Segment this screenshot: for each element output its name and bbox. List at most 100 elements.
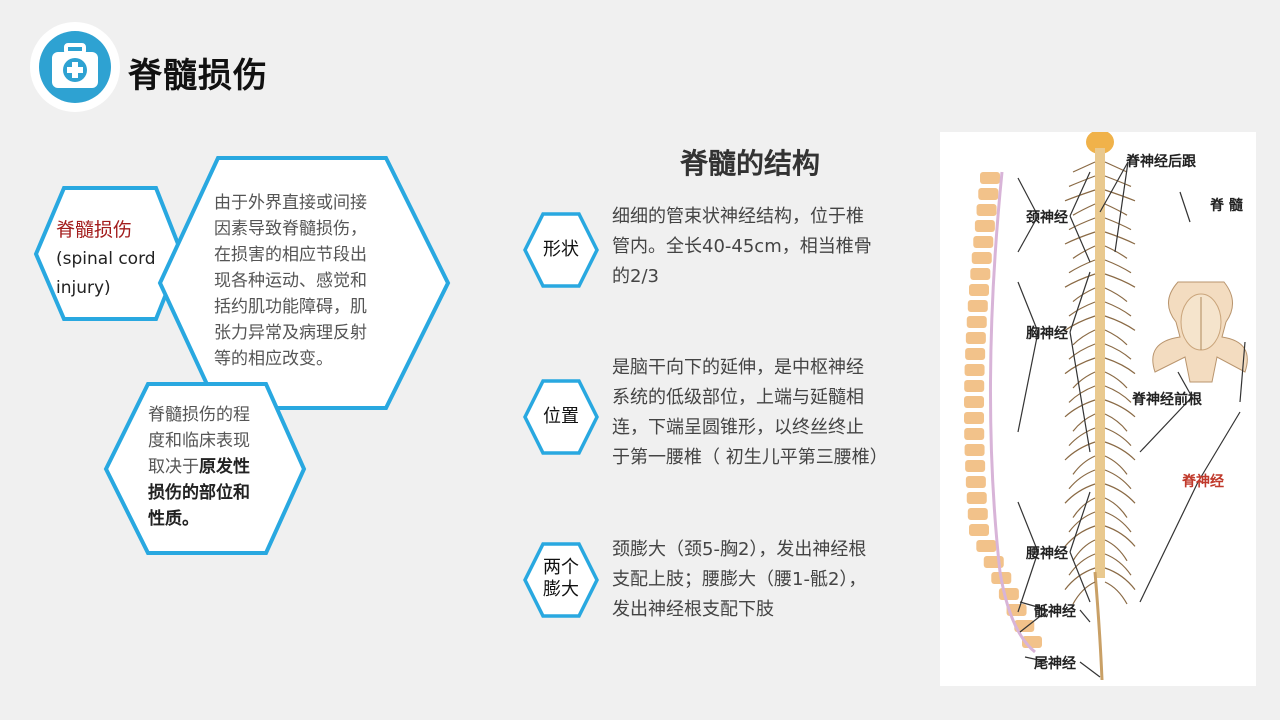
cord-cross-section: [1152, 281, 1248, 383]
desc-position: 是脑干向下的延伸，是中枢神经 系统的低级部位，上端与延髓相 连，下端呈圆锥形，以…: [612, 353, 942, 473]
nerve-branch: [1072, 455, 1096, 475]
desc-line: 颈膨大（颈5-胸2），发出神经根: [612, 539, 867, 560]
vertebra: [973, 236, 994, 248]
hex-determinant-text: 脊髓损伤的程 度和临床表现 取决于原发性 损伤的部位和 性质。: [148, 402, 280, 532]
desc-shape: 细细的管束状神经结构，位于椎 管内。全长40-45cm，相当椎骨 的2/3: [612, 202, 928, 292]
badge-label-enlargements: 两个 膨大: [521, 557, 601, 601]
vertebra: [966, 316, 987, 328]
nerve-branch: [1104, 539, 1128, 562]
vertebra: [980, 172, 1000, 184]
vertebra: [978, 188, 999, 200]
desc-line: 支配上肢；腰膨大（腰1-骶2），: [612, 569, 867, 590]
vertebra: [968, 284, 989, 296]
nerve-branch: [1072, 413, 1096, 432]
desc-line: 连，下端呈圆锥形，以终丝终止: [612, 417, 864, 438]
vertebra: [964, 428, 985, 440]
badge-label-line: 形状: [543, 239, 579, 260]
label-spinal-nerve: 脊神经: [1181, 473, 1224, 490]
badge-enlargements-hexagon: [523, 542, 599, 618]
hexagon-outlines: [33, 156, 451, 555]
vertebra: [974, 220, 995, 232]
vertebra: [976, 204, 997, 216]
nerve-branch: [1104, 343, 1132, 360]
nerve-branch: [1064, 525, 1096, 547]
desc-line: 的2/3: [612, 266, 659, 287]
nerve-branch: [1072, 539, 1096, 562]
nerve-branch: [1104, 287, 1128, 303]
nerve-branch: [1104, 231, 1136, 245]
definition-line: 现各种运动、感觉和: [214, 271, 367, 291]
spinal-canal-line: [988, 171, 1036, 654]
vertebra: [998, 588, 1019, 600]
spinal-nerves: [1064, 161, 1136, 605]
nerve-branch: [1104, 371, 1128, 389]
vertebra: [965, 476, 986, 488]
vertebra: [968, 524, 989, 536]
spinal-cord-diagram: 颈神经 胸神经 腰神经 骶神经 尾神经 脊神经后跟 脊 髓 脊神经前根 脊神经: [940, 130, 1256, 686]
vertebra: [965, 332, 986, 344]
nerve-branch: [1064, 189, 1096, 202]
nerve-branch: [1104, 413, 1128, 432]
nerve-branch: [1104, 329, 1128, 346]
nerve-branch: [1104, 525, 1136, 547]
nerve-branch: [1104, 161, 1128, 173]
nerve-branch: [1104, 189, 1136, 202]
nerve-branch: [1068, 427, 1096, 447]
determinant-line: 脊髓损伤的程: [148, 405, 250, 425]
vertebra: [967, 508, 988, 520]
nerve-branch: [1068, 553, 1096, 576]
nerve-branch: [1072, 581, 1096, 605]
desc-line: 发出神经根支配下肢: [612, 599, 774, 620]
desc-line: 细细的管束状神经结构，位于椎: [612, 206, 864, 227]
label-lumbar: 腰神经: [1025, 545, 1068, 562]
nerve-branch: [1068, 385, 1096, 403]
nerve-branch: [1104, 315, 1136, 331]
badge-label-line: 位置: [543, 406, 579, 427]
vertebra: [976, 540, 997, 552]
vertebra: [964, 364, 985, 376]
page-title: 脊髓损伤: [128, 56, 268, 96]
nerve-branch: [1072, 329, 1096, 346]
vertebra: [971, 252, 992, 264]
nerve-branch: [1104, 259, 1132, 274]
nerve-branch: [1104, 483, 1136, 504]
definition-line: 由于外界直接或间接: [214, 193, 367, 213]
label-cervical: 颈神经: [1025, 209, 1068, 226]
nerve-branch: [1104, 441, 1136, 461]
nerve-branch: [1072, 203, 1096, 216]
label-cord: 脊 髓: [1209, 197, 1244, 214]
first-aid-kit-icon: [39, 31, 111, 103]
badge-position-hexagon: [523, 379, 599, 455]
determinant-bold: 原发性: [199, 457, 250, 477]
desc-line: 管内。全长40-45cm，相当椎骨: [612, 236, 872, 257]
nerve-branch: [1104, 273, 1136, 288]
nerve-branch: [1072, 371, 1096, 389]
spinal-cord-illustration: 颈神经 胸神经 腰神经 骶神经 尾神经 脊神经后跟 脊 髓 脊神经前根 脊神经: [964, 130, 1248, 681]
nerve-branch: [1064, 315, 1096, 331]
vertebra: [964, 396, 985, 408]
hexagon-definition: [157, 156, 451, 410]
nerve-branch: [1064, 273, 1096, 288]
vertebra: [1014, 620, 1035, 632]
spinal-cord: [1064, 130, 1136, 681]
desc-line: 于第一腰椎（ 初生儿平第三腰椎）: [612, 447, 888, 468]
nerve-branch: [1068, 217, 1096, 231]
vertebra: [964, 412, 985, 424]
definition-line: 张力异常及病理反射: [214, 323, 367, 343]
nerve-branch: [1104, 497, 1128, 518]
nerve-branch: [1104, 469, 1132, 490]
nerve-branch: [1064, 231, 1096, 245]
definition-line: 括约肌功能障碍，肌: [214, 297, 367, 317]
label-coccygeal: 尾神经: [1034, 655, 1076, 672]
hex-definition-text: 由于外界直接或间接 因素导致脊髓损伤， 在损害的相应节段出 现各种运动、感觉和 …: [214, 190, 396, 372]
badge-label-position: 位置: [521, 406, 601, 428]
badge-label-line: 膨大: [543, 579, 579, 600]
nerve-branch: [1104, 455, 1128, 475]
nerve-branch: [1072, 245, 1096, 259]
nerve-branch: [1104, 553, 1132, 576]
badge-label-shape: 形状: [521, 239, 601, 261]
badge-shape-hexagon: [523, 212, 599, 288]
nerve-branch: [1068, 343, 1096, 360]
vertebra: [964, 444, 985, 456]
hexagon-term: [33, 186, 185, 321]
